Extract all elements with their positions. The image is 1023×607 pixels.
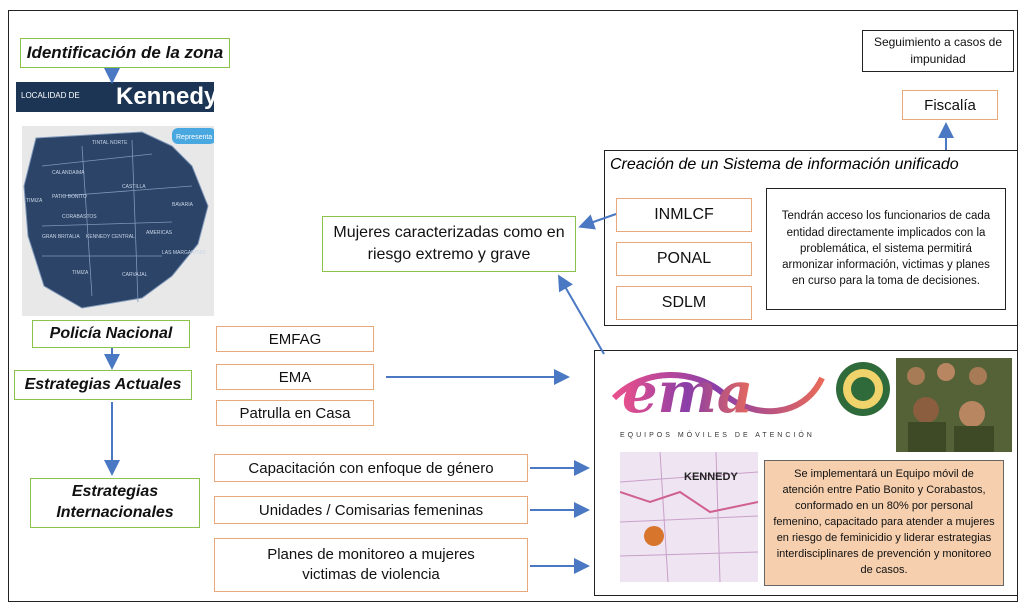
zona-title: Identificación de la zona — [20, 38, 230, 68]
estrategias-actuales-box: Estrategias Actuales — [14, 370, 192, 400]
map-label: CORABASTOS — [62, 214, 97, 220]
ema-logo-text: ema — [622, 360, 753, 422]
map-label: GRAN BRITALIA — [42, 234, 80, 240]
mujeres-box: Mujeres caracterizadas como en riesgo ex… — [322, 216, 576, 272]
map-label: AMERICAS — [146, 230, 173, 236]
banner-name: Kennedy — [116, 83, 218, 110]
map-svg: Representa TINTAL NORTE CALANDAIMA CASTI… — [23, 128, 214, 309]
ema-logo-svg: ema — [611, 360, 825, 426]
arrow-inmlcf-mujeres — [578, 213, 617, 230]
ema-map: KENNEDY — [620, 452, 758, 582]
banner-prefix: LOCALIDAD DE — [21, 91, 80, 100]
capacitacion-box: Capacitación con enfoque de género — [214, 454, 528, 482]
map-label: TIMIZA — [26, 198, 43, 204]
sistema-description: Tendrán acceso los funcionarios de cada … — [766, 188, 1006, 310]
map-label: LAS MARGARITAS — [162, 250, 206, 256]
patrulla-box: Patrulla en Casa — [216, 400, 374, 426]
ema-description: Se implementará un Equipo móvil de atenc… — [764, 460, 1004, 586]
policia-box: Policía Nacional — [32, 320, 190, 348]
ema-map-svg: KENNEDY — [620, 452, 758, 582]
emfag-box: EMFAG — [216, 326, 374, 352]
kennedy-banner: LOCALIDAD DE Kennedy — [16, 82, 218, 112]
ema-subtitle: EQUIPOS MÓVILES DE ATENCIÓN — [620, 432, 815, 439]
ema-panel — [594, 350, 1018, 596]
police-officers-photo — [896, 358, 1012, 452]
photo-svg — [896, 358, 1012, 452]
sistema-title: Creación de un Sistema de información un… — [610, 156, 959, 173]
kennedy-map: Representa TINTAL NORTE CALANDAIMA CASTI… — [22, 126, 214, 316]
map-label: TINTAL NORTE — [92, 140, 128, 146]
map-badge: Representa — [176, 134, 212, 141]
map-badge-shape — [172, 128, 214, 144]
ema-logo: ema — [604, 358, 828, 426]
map-label: CASTILLA — [122, 184, 146, 190]
arrow-ema-mujeres — [557, 274, 605, 355]
map-shape — [23, 131, 209, 309]
sdlm-box: SDLM — [616, 286, 752, 320]
map-label: CARVAJAL — [122, 272, 148, 278]
map-label: KENNEDY CENTRAL — [86, 234, 135, 240]
sistema-container — [604, 150, 1018, 326]
unidades-box: Unidades / Comisarias femeninas — [214, 496, 528, 524]
planes-box: Planes de monitoreo a mujeres victimas d… — [214, 538, 528, 592]
map-label: PATIO BONITO — [52, 194, 87, 200]
ponal-box: PONAL — [616, 242, 752, 276]
ema-swoosh — [611, 372, 825, 415]
police-emblem — [834, 360, 892, 418]
ema-box: EMA — [216, 364, 374, 390]
map-label: BAVARIA — [172, 202, 194, 208]
map-label: TIMIZA — [72, 270, 89, 276]
ema-map-label: KENNEDY — [684, 471, 738, 483]
fiscalia-box: Fiscalía — [902, 90, 998, 120]
map-borders — [41, 139, 193, 303]
estrategias-internacionales-box: Estrategias Internacionales — [30, 478, 200, 528]
emblem-svg — [836, 362, 890, 416]
seguimiento-box: Seguimiento a casos de impunidad — [862, 30, 1014, 72]
inmlcf-box: INMLCF — [616, 198, 752, 232]
map-label: CALANDAIMA — [52, 170, 85, 176]
